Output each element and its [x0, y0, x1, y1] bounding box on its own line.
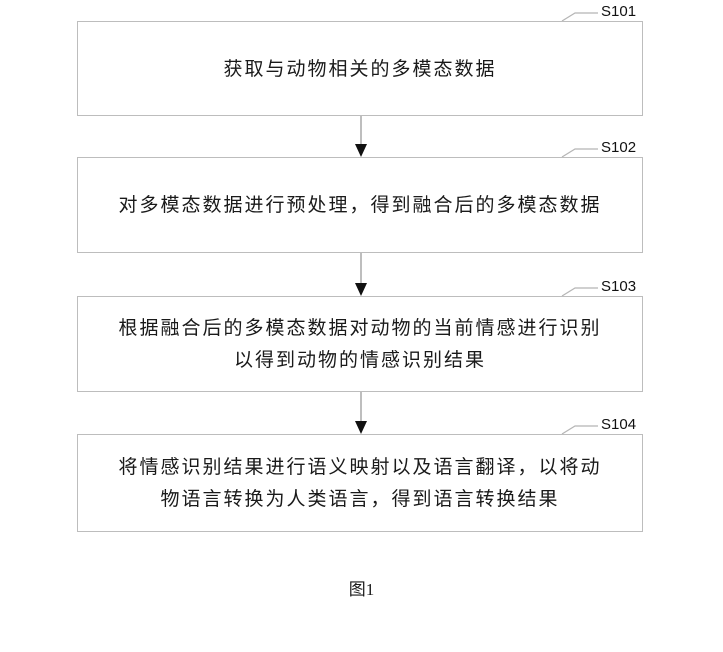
step-text-s102: 对多模态数据进行预处理，得到融合后的多模态数据	[118, 194, 602, 216]
step-label-s101: S101	[601, 3, 637, 20]
step-text-s103: 根据融合后的多模态数据对动物的当前情感进行识别 以得到动物的情感识别结果	[118, 317, 602, 371]
step-label-s104: S104	[601, 416, 637, 433]
step-box-s102: 对多模态数据进行预处理，得到融合后的多模态数据	[77, 157, 643, 253]
arrow-head-3	[355, 421, 367, 434]
step-label-s103: S103	[601, 278, 637, 295]
leader-line-s104	[561, 425, 598, 435]
leader-line-s101	[561, 12, 598, 22]
figure-caption: 图1	[348, 580, 375, 599]
step-box-s104: 将情感识别结果进行语义映射以及语言翻译，以将动 物语言转换为人类语言，得到语言转…	[77, 434, 643, 532]
arrow-head-2	[355, 283, 367, 296]
step-box-s101: 获取与动物相关的多模态数据	[77, 21, 643, 116]
step-text-s101: 获取与动物相关的多模态数据	[223, 57, 497, 80]
leader-line-s102	[561, 148, 598, 158]
leader-line-s103	[561, 287, 598, 297]
arrow-head-1	[355, 144, 367, 157]
step-text-s104: 将情感识别结果进行语义映射以及语言翻译，以将动 物语言转换为人类语言，得到语言转…	[118, 456, 602, 510]
step-box-s103: 根据融合后的多模态数据对动物的当前情感进行识别 以得到动物的情感识别结果	[77, 296, 643, 392]
step-label-s102: S102	[601, 139, 637, 156]
